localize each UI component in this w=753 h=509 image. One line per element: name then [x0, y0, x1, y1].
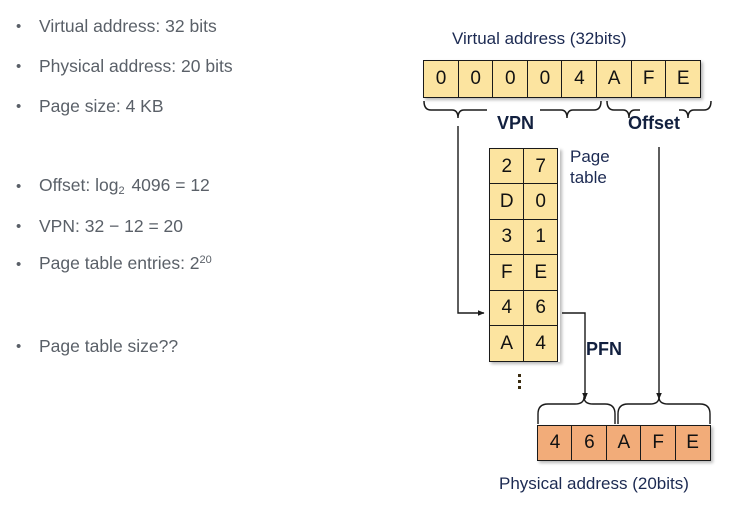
bullet-marker-icon: • [16, 97, 22, 115]
offset-brace-right-icon [679, 100, 712, 119]
pa-cell-4: E [674, 425, 711, 461]
table-row: F E [489, 254, 560, 292]
table-row: 3 1 [489, 218, 560, 256]
bullet-text-virtual-address: Virtual address: 32 bits [39, 16, 217, 36]
pt-cell-r0c1: 7 [522, 148, 559, 185]
va-cell-2: 0 [492, 60, 529, 98]
list-item: • VPN: 32 − 12 = 20 [16, 214, 408, 238]
bullet-marker-icon: • [16, 337, 22, 355]
va-cell-7: E [665, 60, 702, 98]
pt-cell-r2c0: 3 [489, 218, 525, 256]
pt-cell-r3c1: E [522, 254, 559, 292]
pt-cell-r0c0: 2 [489, 148, 525, 185]
bullet-text-page-table-size: Page table size?? [39, 336, 179, 356]
va-cell-5: A [595, 60, 633, 98]
virtual-address-cells: 0 0 0 0 4 A F E [423, 60, 702, 98]
bullet-text-page-size: Page size: 4 KB [39, 96, 164, 116]
bullet-list: • Virtual address: 32 bits • Physical ad… [16, 14, 408, 358]
page-table-grid: 2 7 D 0 3 1 F E 4 6 A 4 [489, 148, 560, 363]
page-table-continuation-ellipsis-icon [513, 374, 525, 389]
pt-cell-r5c0: A [489, 325, 525, 363]
page-table-label-line2: table [570, 168, 607, 187]
entries-formula-base: Page table entries: 2 [39, 252, 200, 273]
va-cell-6: F [630, 60, 667, 98]
physical-address-pfn-brace-icon [537, 396, 616, 424]
pt-cell-r1c1: 0 [522, 183, 559, 221]
table-row-selected: 4 6 [489, 289, 560, 327]
list-item: • Page table entries: 220 [16, 252, 408, 276]
list-item: • Virtual address: 32 bits [16, 14, 408, 38]
offset-formula-rest: 4096 = 12 [126, 174, 210, 195]
offset-label: Offset [628, 113, 681, 133]
bullet-marker-icon: • [16, 217, 22, 235]
page-table-label-line1: Page [570, 147, 610, 166]
offset-formula-base: Offset: log [39, 174, 119, 195]
physical-address-caption: Physical address (20bits) [499, 474, 689, 493]
offset-formula-subscript: 2 [118, 184, 125, 197]
physical-address-cells: 4 6 A F E [537, 425, 711, 461]
vpn-brace-icon [423, 100, 487, 119]
bullet-marker-icon: • [16, 255, 22, 273]
va-cell-3: 0 [526, 60, 563, 98]
bullet-marker-icon: • [16, 17, 22, 35]
pfn-to-physical-address-arrow [562, 312, 588, 400]
pt-cell-r5c1: 4 [522, 325, 559, 363]
pa-cell-3: F [640, 425, 677, 461]
pfn-label: PFN [586, 339, 622, 359]
bullet-marker-icon: • [16, 57, 22, 75]
bullet-text-offset: Offset: log2 4096 = 12 [30, 174, 210, 199]
vpn-to-page-table-arrow [457, 126, 485, 316]
va-cell-4: 4 [561, 60, 598, 98]
va-cell-1: 0 [457, 60, 494, 98]
pa-cell-1: 6 [571, 425, 608, 461]
table-row: A 4 [489, 325, 560, 363]
pa-cell-2: A [605, 425, 642, 461]
list-item: • Page table size?? [16, 334, 408, 358]
physical-address-offset-brace-icon [617, 396, 711, 424]
pa-cell-0: 4 [537, 425, 573, 461]
pt-cell-r4c1: 6 [522, 289, 559, 327]
list-item: • Physical address: 20 bits [16, 54, 408, 78]
bullet-text-page-table-entries: Page table entries: 220 [30, 252, 212, 277]
table-row: D 0 [489, 183, 560, 221]
vpn-brace-right-icon [540, 100, 602, 119]
bullet-text-physical-address: Physical address: 20 bits [39, 56, 233, 76]
vpn-label: VPN [497, 113, 535, 133]
bullet-text-vpn: VPN: 32 − 12 = 20 [39, 216, 183, 236]
entries-formula-exponent: 20 [199, 253, 212, 266]
pt-cell-r4c0: 4 [489, 289, 525, 327]
virtual-address-caption: Virtual address (32bits) [452, 29, 627, 48]
list-item: • Offset: log2 4096 = 12 [16, 174, 408, 198]
bullet-marker-icon: • [16, 177, 22, 195]
pt-cell-r1c0: D [489, 183, 525, 221]
pt-cell-r2c1: 1 [522, 218, 559, 256]
list-item: • Page size: 4 KB [16, 94, 408, 118]
pt-cell-r3c0: F [489, 254, 525, 292]
table-row: 2 7 [489, 148, 560, 185]
va-cell-0: 0 [423, 60, 460, 98]
